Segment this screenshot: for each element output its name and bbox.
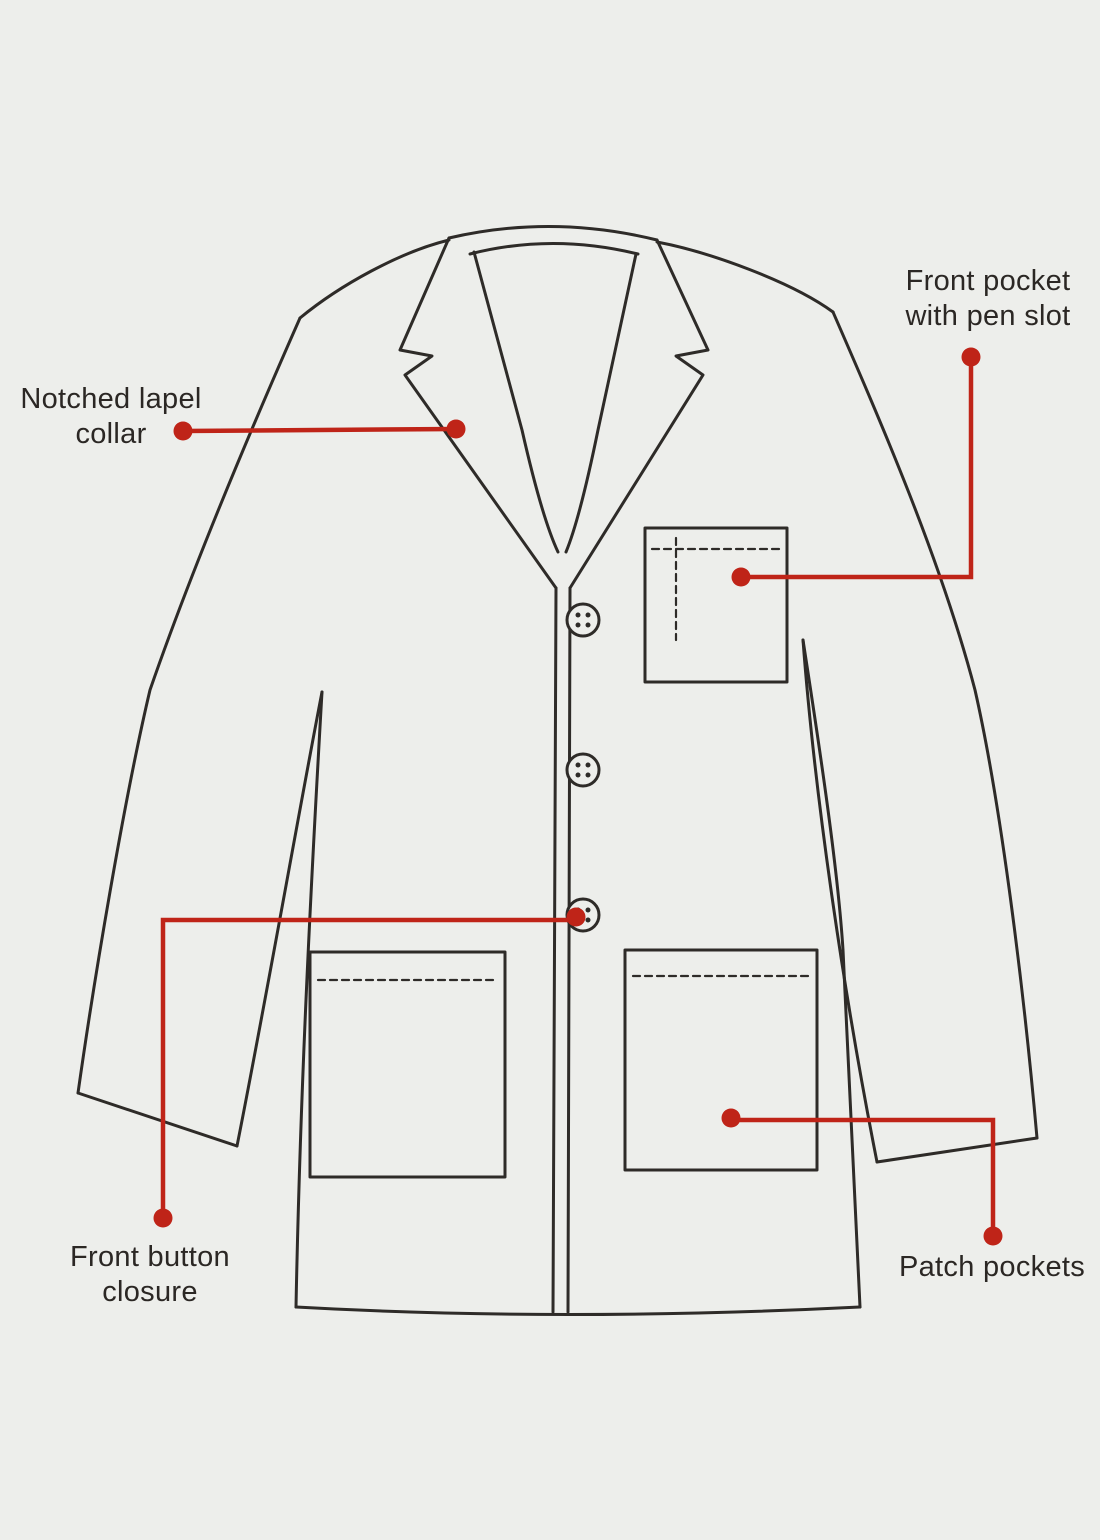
label-patch-pockets: Patch pockets [884, 1250, 1100, 1285]
callout-lines [153, 347, 1003, 1246]
label-notched-lapel-line1: Notched lapel [20, 383, 202, 415]
button-3-hole [585, 917, 591, 923]
button-2-hole [575, 762, 581, 768]
callout-lapel-dot-label [173, 421, 193, 441]
callout-chest-pocket-dot-label [961, 347, 981, 367]
lapel-right [568, 238, 710, 590]
placket-right-edge [566, 586, 572, 1314]
collar-back-inner [468, 242, 640, 256]
lapel-fold-right [564, 252, 638, 554]
label-front-pocket-line1: Front pocket [905, 265, 1071, 297]
sleeve-right-outer [831, 310, 1039, 1140]
callout-button-line [160, 917, 575, 1221]
label-front-button-closure: Front button closure [40, 1240, 260, 1310]
sleeve-left-cuff [76, 1091, 239, 1148]
lapel-left [398, 236, 558, 590]
sleeve-right-inner [801, 638, 879, 1164]
button-1 [565, 602, 601, 638]
label-notched-lapel-line2: collar [75, 418, 147, 450]
button-2-hole [585, 772, 591, 778]
chest-pocket [643, 526, 789, 684]
callout-button-dot-label [153, 1208, 173, 1228]
patch-pocket-right-outline [623, 948, 819, 1172]
button-1-hole [575, 622, 581, 628]
button-2-hole [575, 772, 581, 778]
lapel-fold-left [472, 250, 560, 554]
body-side-left [294, 690, 324, 1309]
front-buttons [565, 602, 601, 933]
chest-pocket-outline [643, 526, 789, 684]
label-front-pocket-pen-slot: Front pocket with pen slot [878, 264, 1098, 334]
label-front-button-line2: closure [102, 1276, 198, 1308]
callout-chest-pocket-dot-target [731, 567, 751, 587]
sleeve-left-outer [76, 316, 302, 1095]
collar-back-outer [447, 224, 659, 242]
button-2 [565, 752, 601, 788]
callout-button-dot-target [566, 907, 586, 927]
hem [294, 1305, 862, 1316]
sleeve-left-inner [235, 690, 324, 1148]
coat-line-art [76, 224, 1039, 1316]
label-front-button-line1: Front button [70, 1241, 230, 1273]
callout-patch-dot-target [721, 1108, 741, 1128]
callout-lapel-line [180, 426, 459, 434]
patch-pocket-left [308, 950, 507, 1179]
callout-lapel-dot-target [446, 419, 466, 439]
shoulder-right [655, 240, 835, 314]
sleeve-right-cuff [875, 1136, 1039, 1164]
callout-patch-dot-label [983, 1226, 1003, 1246]
patch-pocket-right [623, 948, 819, 1172]
label-front-pocket-line2: with pen slot [905, 300, 1071, 332]
button-1-hole [585, 622, 591, 628]
button-1-hole [575, 612, 581, 618]
button-3-hole [585, 907, 591, 913]
callout-chest-pocket-line [738, 354, 974, 580]
placket-left-edge [551, 586, 558, 1314]
body-side-right [801, 638, 862, 1309]
button-2-hole [585, 762, 591, 768]
shoulder-left [298, 238, 451, 320]
button-1-hole [585, 612, 591, 618]
callout-patch-line [728, 1117, 996, 1239]
label-notched-lapel-collar: Notched lapel collar [8, 382, 214, 452]
patch-pocket-left-outline [308, 950, 507, 1179]
label-patch-pockets-line1: Patch pockets [898, 1251, 1086, 1283]
